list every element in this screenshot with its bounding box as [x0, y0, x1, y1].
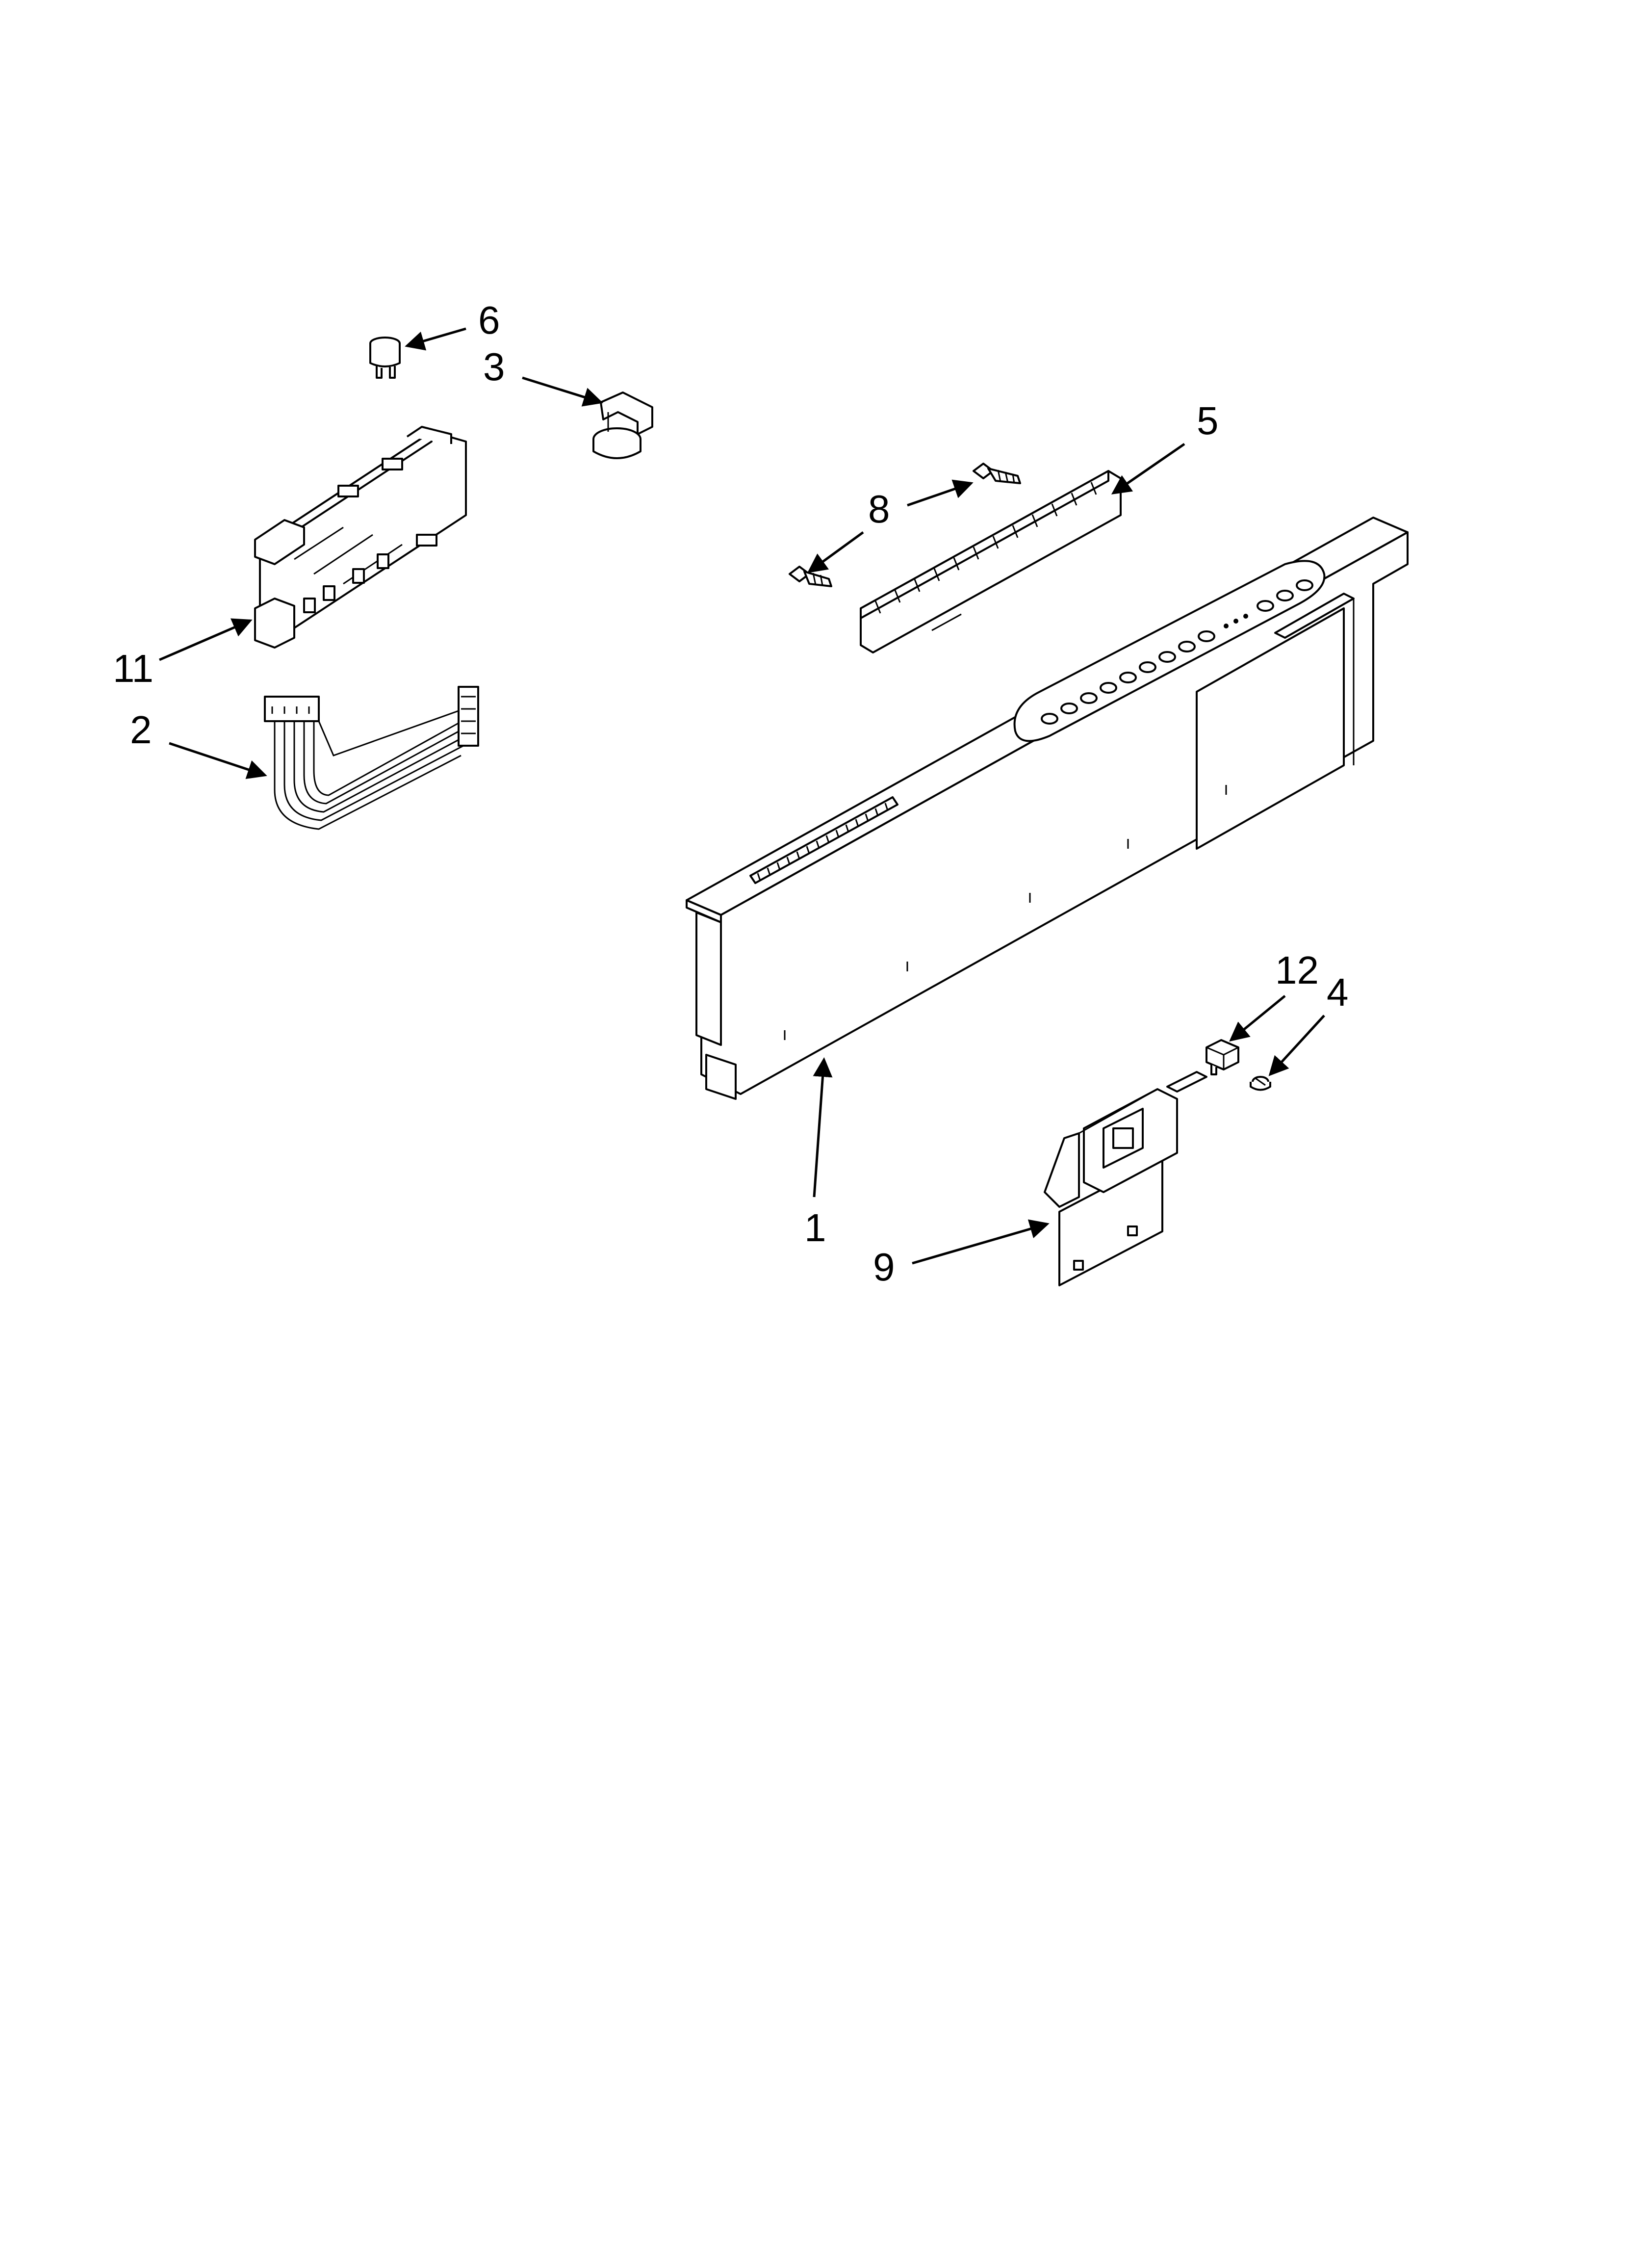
leader-3	[522, 376, 603, 407]
part-3-clip	[592, 391, 653, 459]
callout-label-9: 9	[873, 1245, 895, 1289]
leader-1	[813, 1057, 833, 1198]
leader-2	[169, 742, 267, 779]
callout-label-6: 6	[478, 298, 500, 342]
callout-label-1: 1	[804, 1206, 826, 1250]
leader-lines	[159, 327, 1325, 1265]
leader-9	[912, 1219, 1050, 1265]
part-12-clip	[1206, 1039, 1239, 1075]
part-5-ui-board	[860, 470, 1122, 653]
part-11-control-board	[254, 426, 467, 649]
callout-label-4: 4	[1327, 970, 1349, 1014]
callout-label-11: 11	[113, 647, 154, 690]
part-8-screw-lower	[789, 566, 832, 587]
leader-6	[405, 327, 466, 351]
leader-8-lower	[807, 531, 864, 573]
leader-11	[159, 618, 253, 661]
callout-label-5: 5	[1197, 399, 1219, 443]
leader-8-upper	[907, 479, 974, 507]
callout-label-12: 12	[1275, 948, 1319, 992]
part-6-cap	[369, 337, 401, 379]
part-4-screw	[1250, 1076, 1271, 1091]
callout-label-2: 2	[130, 708, 152, 752]
callout-labels: 6 3 5 8 11 2 12 4 1 9	[113, 298, 1349, 1289]
leader-12	[1229, 995, 1286, 1042]
part-9-bracket	[1044, 1071, 1207, 1286]
part-2-wire-harness	[264, 686, 479, 830]
callout-label-8: 8	[868, 487, 890, 531]
callout-label-3: 3	[483, 345, 505, 389]
part-1-control-panel	[686, 517, 1409, 1100]
part-8-screw-upper	[973, 463, 1021, 484]
leader-4	[1268, 1015, 1325, 1076]
leader-5	[1111, 443, 1185, 495]
